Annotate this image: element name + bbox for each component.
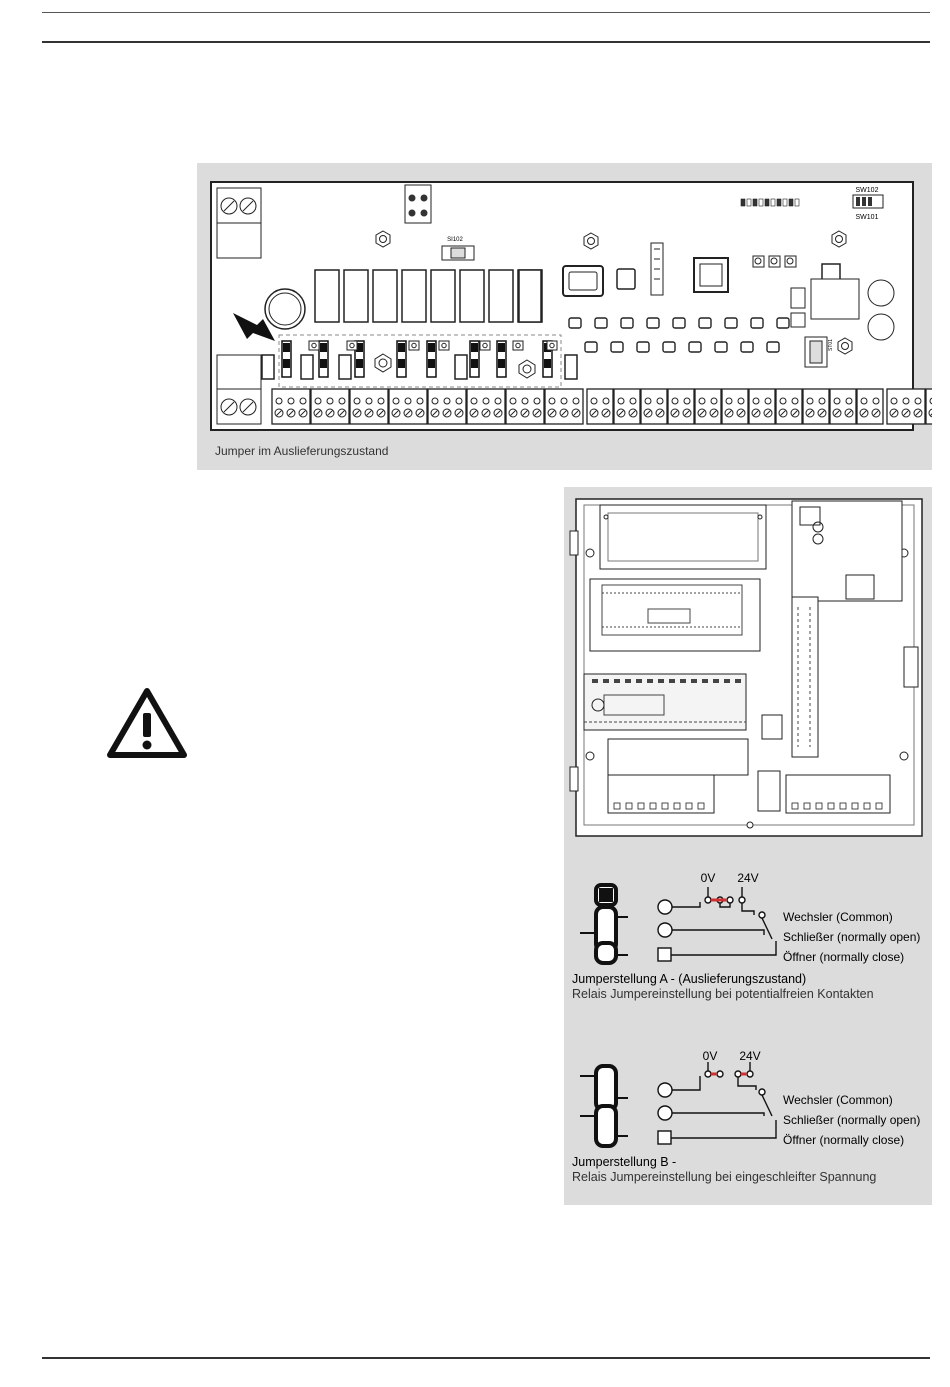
jumper-b-title: Jumperstellung B - (572, 1155, 676, 1169)
jumper-a-no: Schließer (normally open) (783, 930, 920, 944)
cabinet-drawing (569, 498, 923, 837)
top-rule (42, 41, 930, 43)
si102-label: SI102 (447, 237, 463, 243)
cabinet-figure: 0V 24V Wechsler (Common) Schließer (norm… (564, 487, 932, 1205)
relay-board-drawing: SI102 ST01 S (210, 181, 932, 431)
jumper-a-24v: 24V (737, 871, 758, 885)
jumper-a-subtitle: Relais Jumpereinstellung bei potentialfr… (572, 987, 874, 1001)
jumper-b-no: Schließer (normally open) (783, 1113, 920, 1127)
top-rule-thin (42, 12, 930, 13)
jumper-b-subtitle: Relais Jumpereinstellung bei eingeschlei… (572, 1170, 877, 1184)
board-caption: Jumper im Auslieferungszustand (215, 444, 389, 458)
jumper-a-nc: Öffner (normally close) (783, 950, 904, 964)
sw101-label: SW101 (856, 214, 879, 221)
jumper-b-24v: 24V (739, 1050, 760, 1063)
jumper-a-0v: 0V (701, 871, 716, 885)
st01-label: ST01 (828, 339, 834, 351)
sw102-label: SW102 (856, 187, 879, 194)
jumper-a-title: Jumperstellung A - (Auslieferungszustand… (572, 972, 806, 986)
warning-triangle-icon (107, 688, 187, 758)
jumper-b-diagram: 0V 24V Wechsler (Common) Schließer (norm… (572, 1050, 920, 1169)
jumper-b-nc: Öffner (normally close) (783, 1133, 904, 1147)
jumper-b-common: Wechsler (Common) (783, 1093, 893, 1107)
bottom-rule (42, 1357, 930, 1359)
jumper-a-common: Wechsler (Common) (783, 910, 893, 924)
jumper-a-diagram: 0V 24V Wechsler (Common) Schließer (norm… (572, 871, 920, 986)
jumper-b-0v: 0V (703, 1050, 718, 1063)
board-figure: SI102 ST01 S (197, 163, 932, 470)
